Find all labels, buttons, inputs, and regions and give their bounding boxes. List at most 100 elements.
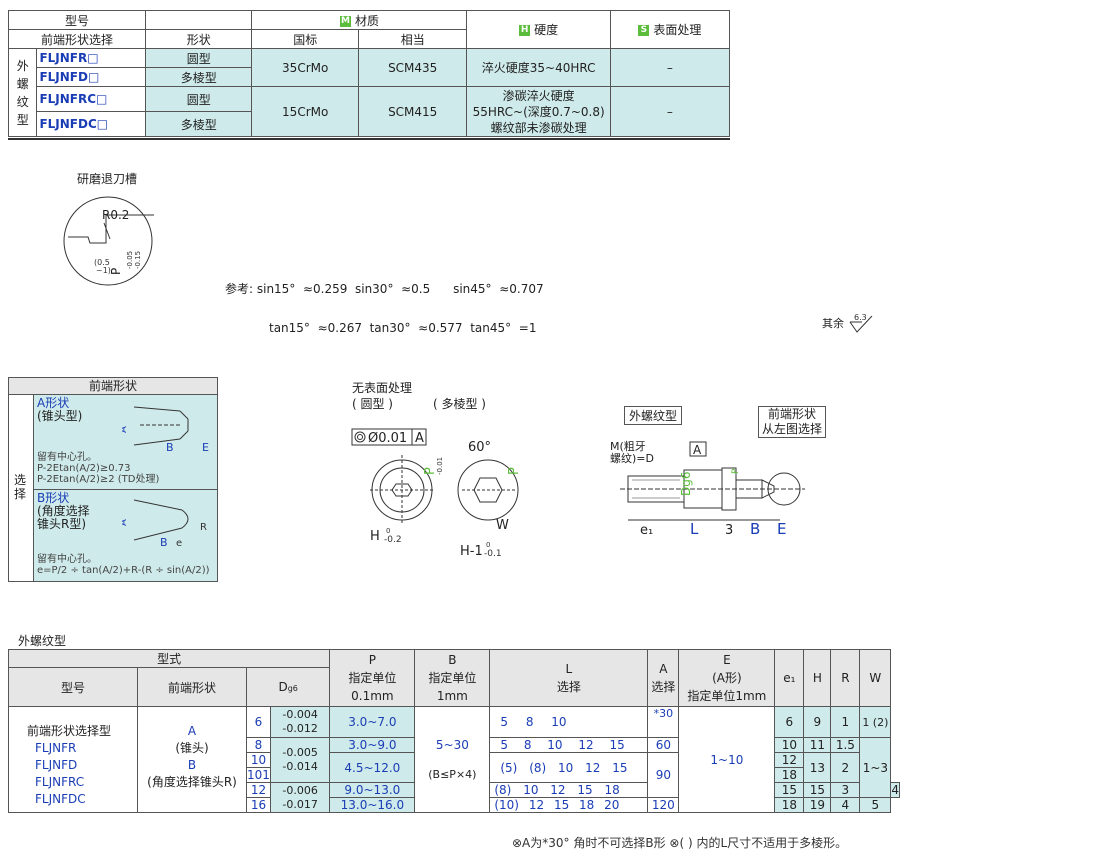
p-cell: 3.0~7.0 xyxy=(329,706,416,738)
no-surface-header: 无表面处理 ( 圆型 )( 多棱型 ) xyxy=(352,381,486,411)
model-cell: FLJNFDC□ xyxy=(36,111,147,137)
r-cell: 4 xyxy=(830,797,861,813)
d-cell: 10 xyxy=(246,752,271,768)
spec-footnote: ⊗A为*30° 角时不可选择B形 ⊗( ) 内的L尺寸不适用于多棱形。 xyxy=(512,836,848,850)
d-cell: 16 xyxy=(246,797,271,813)
shape-cell: 多棱型 xyxy=(145,67,253,87)
svg-text:P: P xyxy=(423,467,438,475)
svg-text:P: P xyxy=(507,467,522,475)
e1-cell: 12 xyxy=(774,752,805,768)
shape-a-option[interactable]: A形状 (锥头型) A° B E 留有中心孔。 P-2Etan(A/2)≥0.7… xyxy=(34,395,217,490)
h-cell: 9 xyxy=(803,706,832,738)
m-label: M(粗牙 螺纹)=D xyxy=(610,440,654,465)
svg-text:~1): ~1) xyxy=(96,266,111,275)
e-range: 1~10 xyxy=(678,706,776,813)
svg-text:H: H xyxy=(370,529,380,544)
h-e: E(A形)指定单位1mm xyxy=(678,649,776,707)
shape-cell: 圆型 xyxy=(145,48,253,68)
r-cell: 1.5 xyxy=(830,737,861,753)
svg-text:A°: A° xyxy=(122,514,129,526)
h-front-shape-sel: 前端形状选择 xyxy=(7,29,147,49)
svg-text:0: 0 xyxy=(386,527,390,535)
groove-title: 研磨退刀槽 xyxy=(77,172,138,186)
h-gb: 国标 xyxy=(251,29,359,49)
a-cell: 60 xyxy=(647,737,680,753)
l-cell: (5) (8) 10 12 15 xyxy=(489,752,649,783)
svg-text:3: 3 xyxy=(725,523,733,538)
w-cell: 1~3 xyxy=(859,737,892,798)
d-cell: 6 xyxy=(246,706,271,738)
p-cell: 4.5~12.0 xyxy=(329,752,416,783)
h-r: R xyxy=(830,649,861,707)
h-h: H xyxy=(803,649,832,707)
side-label: 外螺纹型 xyxy=(7,48,38,137)
shape-cell: 多棱型 xyxy=(145,111,253,137)
end-view-diagrams: Ø0.01 A P -0.01 H 0 -0.2 60° P W H-1 0 -… xyxy=(351,428,522,559)
e1-cell: 18 xyxy=(774,797,805,813)
h-front: 前端形状 xyxy=(137,667,247,707)
front-shape-title: 前端形状 xyxy=(9,378,217,395)
front-shape-list: A (锥头) B (角度选择锥头R) xyxy=(137,706,247,813)
shape-cell: 圆型 xyxy=(145,86,253,112)
shape-b-diagram: A° B e R xyxy=(122,499,207,548)
svg-text:A: A xyxy=(415,431,424,446)
reference-formulas: 参考: sin15° ≈0.259 sin30° ≈0.5 sin45° ≈0.… xyxy=(225,282,544,335)
model-cell: FLJNFRC□ xyxy=(36,86,147,112)
tol-cell: -0.005-0.014 xyxy=(269,737,331,783)
d-cell: 101 xyxy=(246,767,271,783)
svg-text:B: B xyxy=(166,441,174,453)
e1-cell: 18 xyxy=(774,767,805,783)
d-cell: 8 xyxy=(246,737,271,753)
front-shape-side: 选择 xyxy=(9,395,34,581)
e1-cell: 15 xyxy=(774,782,805,798)
svg-text:E: E xyxy=(202,441,209,453)
gb-cell: 35CrMo xyxy=(251,48,359,87)
material-badge: M xyxy=(339,15,351,27)
h-d: Dg6 xyxy=(245,667,331,707)
l-cell: (8) 10 12 15 18 xyxy=(489,782,649,798)
h-type: 型式 xyxy=(7,649,331,668)
l-cell: (10) 12 15 18 20 xyxy=(489,797,649,813)
e1-cell: 10 xyxy=(774,737,805,753)
h-w: W xyxy=(859,649,892,707)
front-label-box: 前端形状 从左图选择 xyxy=(758,406,827,438)
svg-text:E: E xyxy=(777,520,786,538)
h-equiv: 相当 xyxy=(357,29,468,49)
svg-text:R: R xyxy=(200,522,207,533)
svg-text:-0.15: -0.15 xyxy=(134,251,142,269)
surface-cell: – xyxy=(609,48,731,87)
divider xyxy=(8,138,730,140)
gb-cell: 15CrMo xyxy=(251,86,359,137)
shape-a-diagram: A° B E xyxy=(122,406,209,453)
shape-b-option[interactable]: B形状 (角度选择 锥头R型) A° B e R 留有中心孔。 e=P/2 ÷ … xyxy=(34,490,217,581)
model-list: 前端形状选择型 FLJNFR FLJNFD FLJNFRC FLJNFDC xyxy=(8,706,138,813)
h-cell: 15 xyxy=(803,782,832,798)
r-cell: 3 xyxy=(830,782,861,798)
e1-cell: 6 xyxy=(774,706,805,738)
spec-title: 外螺纹型 xyxy=(18,634,67,648)
svg-text:60°: 60° xyxy=(468,440,491,455)
svg-text:A: A xyxy=(693,443,702,457)
r-cell: 2 xyxy=(830,752,861,783)
model-cell: FLJNFD□ xyxy=(36,67,147,87)
svg-text:B: B xyxy=(160,536,168,548)
surface-cell: – xyxy=(609,86,731,137)
svg-text:L: L xyxy=(690,520,699,538)
h-blank xyxy=(145,10,253,30)
svg-text:6.3: 6.3 xyxy=(854,314,867,322)
h-cell: 13 xyxy=(803,752,832,783)
ext-view-label: 外螺纹型 xyxy=(624,406,683,425)
svg-text:-0.2: -0.2 xyxy=(384,535,402,545)
p-cell: 3.0~9.0 xyxy=(329,737,416,753)
svg-text:W: W xyxy=(496,518,509,533)
model-cell: FLJNFR□ xyxy=(36,48,147,68)
a-cell: 90 xyxy=(647,752,680,798)
